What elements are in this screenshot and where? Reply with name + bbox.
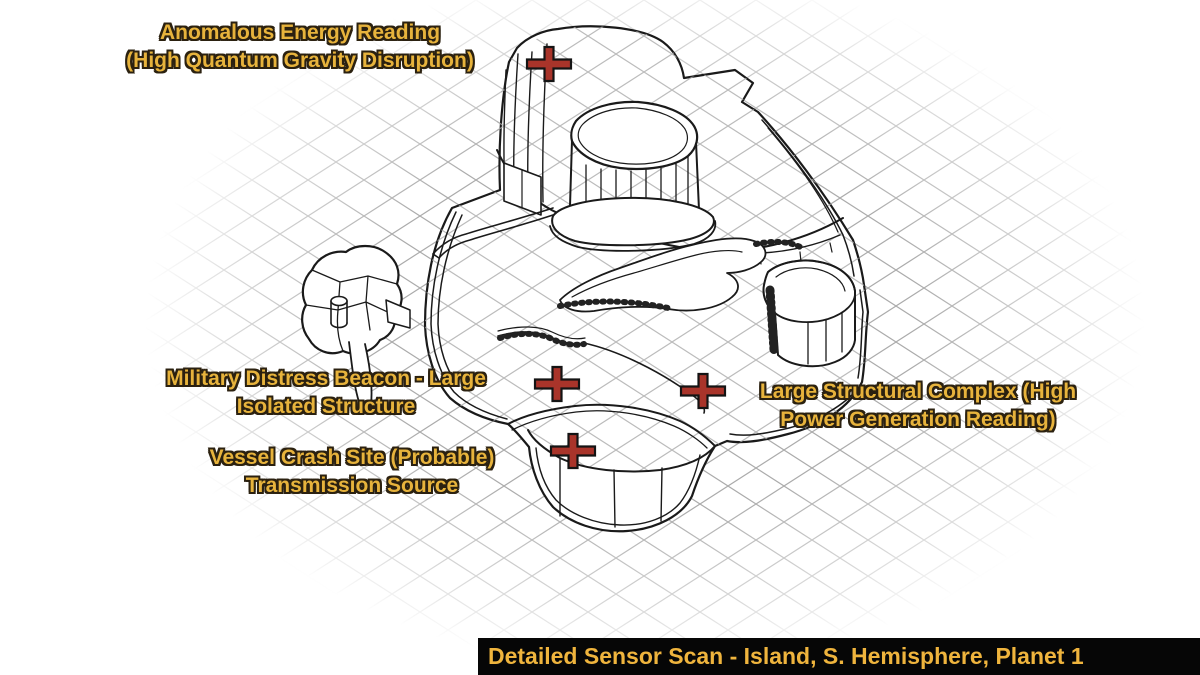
marker-label-crash-site: Vessel Crash Site (Probable) Transmissio… [210, 444, 495, 500]
east-cliff-block [762, 259, 856, 368]
lagoon-berm [557, 237, 805, 313]
label-line: Isolated Structure [236, 395, 416, 418]
terrace-rim-contours [430, 211, 864, 436]
central-tower [549, 100, 717, 252]
label-line: Power Generation Reading) [780, 408, 1056, 431]
label-line: Military Distress Beacon - Large [166, 367, 486, 390]
marker-label-anomalous-energy: Anomalous Energy Reading (High Quantum G… [126, 19, 474, 75]
terrace-ledges [497, 326, 706, 414]
scan-title: Detailed Sensor Scan - Island, S. Hemisp… [488, 643, 1084, 669]
label-line: Large Structural Complex (High [759, 380, 1077, 403]
label-line: Vessel Crash Site (Probable) [209, 446, 495, 469]
rock-cylinder [330, 295, 348, 329]
label-line: Transmission Source [245, 474, 459, 497]
marker-label-structural-complex: Large Structural Complex (High Power Gen… [760, 378, 1076, 434]
label-line: Anomalous Energy Reading [159, 21, 441, 44]
bottom-lobe [507, 403, 716, 528]
ramp-path [432, 207, 557, 259]
scan-title-bar: Detailed Sensor Scan - Island, S. Hemisp… [478, 638, 1200, 675]
marker-label-distress-beacon: Military Distress Beacon - Large Isolate… [166, 365, 486, 421]
label-line: (High Quantum Gravity Disruption) [126, 49, 474, 72]
island-wireframe [301, 25, 870, 533]
isolated-rock-structure [301, 244, 411, 412]
